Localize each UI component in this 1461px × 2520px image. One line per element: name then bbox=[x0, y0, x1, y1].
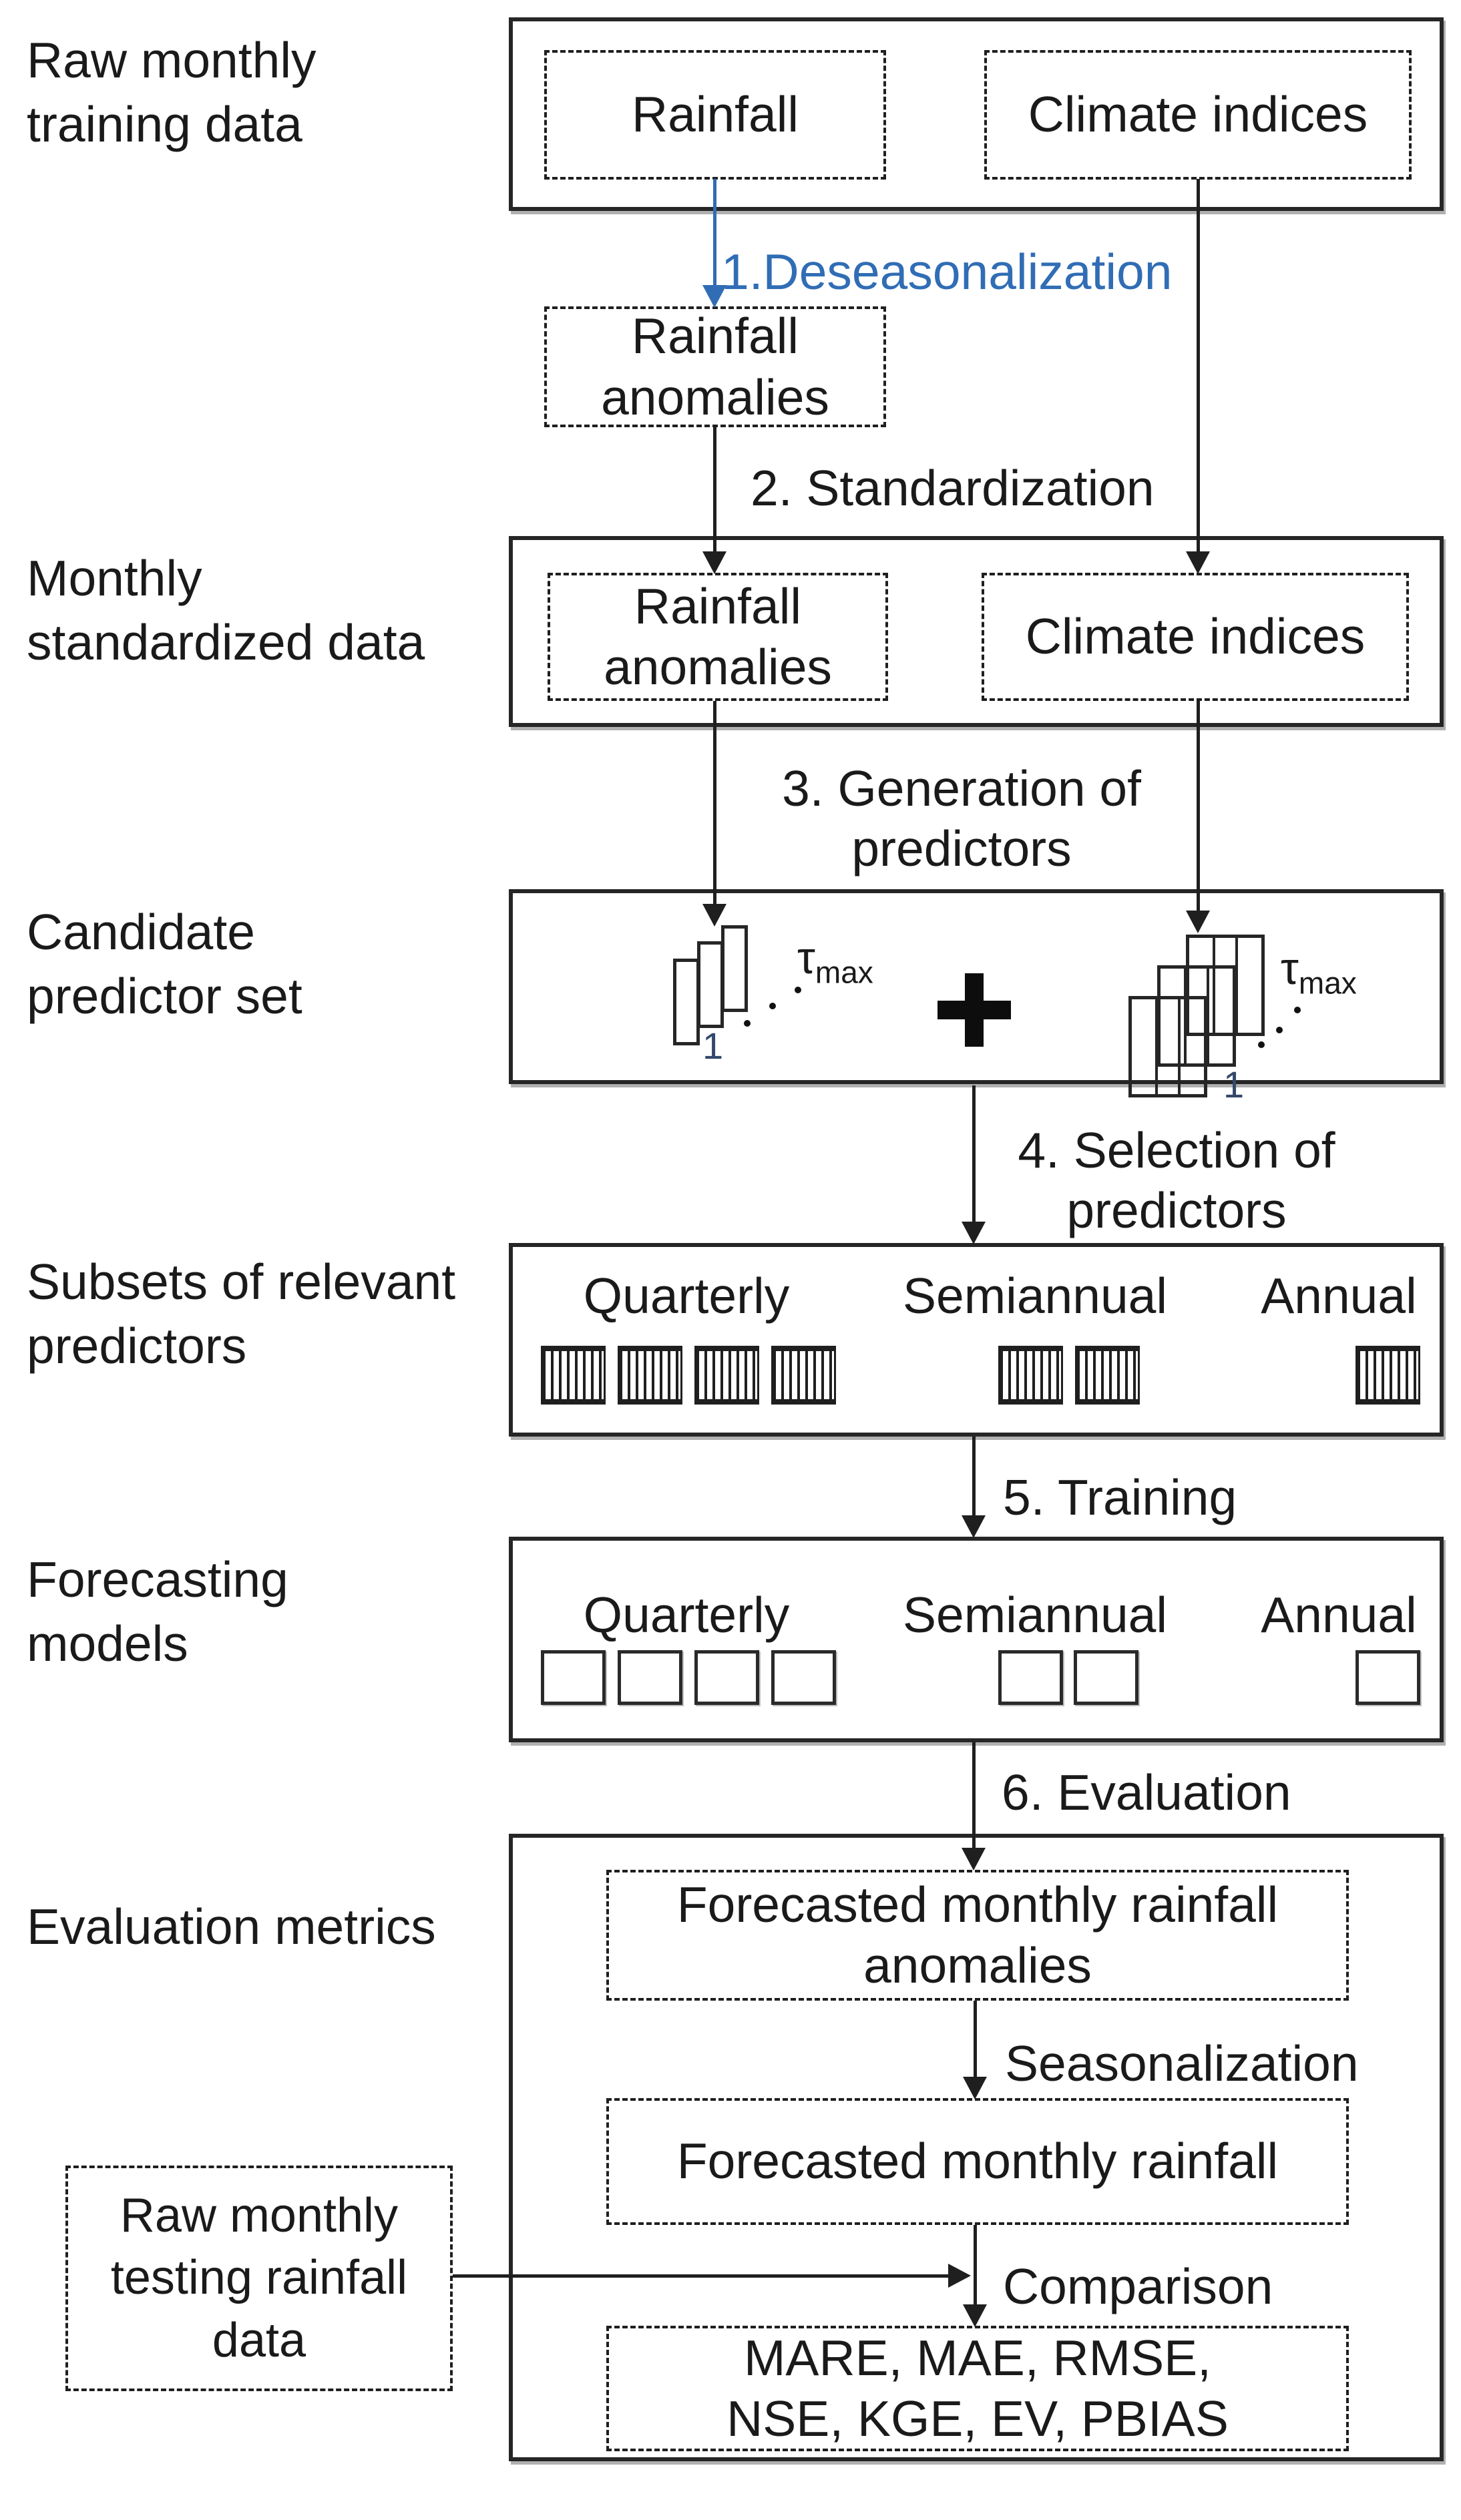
tau-subscript: max bbox=[815, 955, 873, 990]
step-standardization: 2. Standardization bbox=[751, 460, 1155, 516]
box-forecasting-models bbox=[509, 1537, 1444, 1742]
ellipsis-dot bbox=[795, 987, 801, 993]
model-square bbox=[1355, 1650, 1420, 1705]
model-square bbox=[771, 1650, 836, 1705]
arrow-evaluation bbox=[962, 1742, 986, 1870]
predictor-subset-block bbox=[1355, 1346, 1420, 1405]
tau-symbol: τ bbox=[797, 933, 815, 983]
lag-one-label: 1 bbox=[702, 1025, 724, 1067]
arrow-selection bbox=[962, 1085, 986, 1244]
step-seasonalization: Seasonalization bbox=[1005, 2035, 1359, 2091]
tau-symbol: τ bbox=[1281, 943, 1299, 994]
model-square bbox=[998, 1650, 1063, 1705]
predictor-subset-block bbox=[618, 1346, 682, 1405]
lag-grid-icon bbox=[1186, 935, 1265, 1036]
arrow-testing-data bbox=[453, 2264, 971, 2288]
forecasted-rainfall-box: Forecasted monthly rainfall bbox=[606, 2098, 1349, 2225]
predictor-subset-block bbox=[541, 1346, 606, 1405]
ellipsis-dot bbox=[1276, 1027, 1283, 1033]
step-deseasonalization: 1.Deseasonalization bbox=[721, 244, 1173, 300]
arrow-training bbox=[962, 1437, 986, 1538]
label-candidate-predictor-set: Candidate predictor set bbox=[27, 904, 302, 1024]
models-heading-semiannual: Semiannual bbox=[902, 1587, 1168, 1643]
label-forecasting-models: Forecasting models bbox=[27, 1551, 288, 1672]
ellipsis-dot bbox=[769, 1003, 776, 1009]
lag-strip-icon bbox=[673, 959, 700, 1045]
model-square bbox=[694, 1650, 759, 1705]
predictor-subset-block bbox=[998, 1346, 1063, 1405]
plus-icon bbox=[965, 973, 984, 1047]
label-evaluation-metrics: Evaluation metrics bbox=[27, 1899, 436, 1955]
arrow-generation-climate bbox=[1186, 701, 1210, 933]
lag-strip-icon bbox=[697, 941, 724, 1028]
arrow-comparison bbox=[963, 2225, 987, 2327]
subsets-heading-semiannual: Semiannual bbox=[902, 1268, 1168, 1324]
arrow-standardization-rainfall bbox=[702, 427, 726, 574]
testing-data-box: Raw monthly testing rainfall data bbox=[65, 2166, 453, 2391]
subsets-heading-annual: Annual bbox=[1261, 1268, 1417, 1324]
tau-max-label: τmax bbox=[1281, 943, 1357, 1001]
predictor-subset-block bbox=[771, 1346, 836, 1405]
arrow-deseasonalization bbox=[702, 179, 726, 308]
rainfall-box: Rainfall bbox=[544, 50, 886, 180]
metrics-list-box: MARE, MAE, RMSE, NSE, KGE, EV, PBIAS bbox=[606, 2326, 1349, 2451]
forecasted-anomalies-box: Forecasted monthly rainfall anomalies bbox=[606, 1870, 1349, 2001]
tau-subscript: max bbox=[1298, 965, 1357, 1001]
step-generation-of-predictors: 3. Generation of predictors bbox=[782, 760, 1141, 876]
models-heading-quarterly: Quarterly bbox=[583, 1587, 790, 1643]
lag-one-label: 1 bbox=[1223, 1063, 1245, 1105]
climate-indices-box: Climate indices bbox=[984, 50, 1412, 180]
step-training: 5. Training bbox=[1003, 1469, 1237, 1525]
label-subsets-of-relevant-predictors: Subsets of relevant predictors bbox=[27, 1254, 456, 1374]
standardized-climate-indices-box: Climate indices bbox=[982, 573, 1409, 701]
model-square bbox=[541, 1650, 606, 1705]
tau-max-label: τmax bbox=[797, 932, 873, 991]
label-raw-monthly-training-data: Raw monthly training data bbox=[27, 32, 317, 152]
lag-grid-icon bbox=[1157, 965, 1236, 1067]
label-monthly-standardized-data: Monthly standardized data bbox=[27, 550, 425, 670]
models-heading-annual: Annual bbox=[1261, 1587, 1417, 1643]
model-square bbox=[618, 1650, 682, 1705]
predictor-subset-block bbox=[1075, 1346, 1140, 1405]
model-square bbox=[1074, 1650, 1138, 1705]
arrow-generation-rainfall bbox=[702, 701, 726, 927]
arrow-standardization-climate bbox=[1186, 179, 1210, 574]
arrow-seasonalization bbox=[963, 2001, 987, 2099]
ellipsis-dot bbox=[744, 1020, 751, 1027]
lag-grid-icon bbox=[1128, 996, 1207, 1097]
standardized-rainfall-anomalies-box: Rainfall anomalies bbox=[548, 573, 888, 701]
predictor-subset-block bbox=[694, 1346, 759, 1405]
ellipsis-dot bbox=[1294, 1007, 1301, 1013]
step-evaluation: 6. Evaluation bbox=[1002, 1764, 1291, 1820]
rainfall-anomalies-box: Rainfall anomalies bbox=[544, 306, 886, 427]
ellipsis-dot bbox=[1258, 1041, 1265, 1048]
subsets-heading-quarterly: Quarterly bbox=[583, 1268, 790, 1324]
step-selection-of-predictors: 4. Selection of predictors bbox=[1018, 1122, 1335, 1238]
step-comparison: Comparison bbox=[1003, 2258, 1273, 2314]
lag-strip-icon bbox=[721, 925, 748, 1012]
